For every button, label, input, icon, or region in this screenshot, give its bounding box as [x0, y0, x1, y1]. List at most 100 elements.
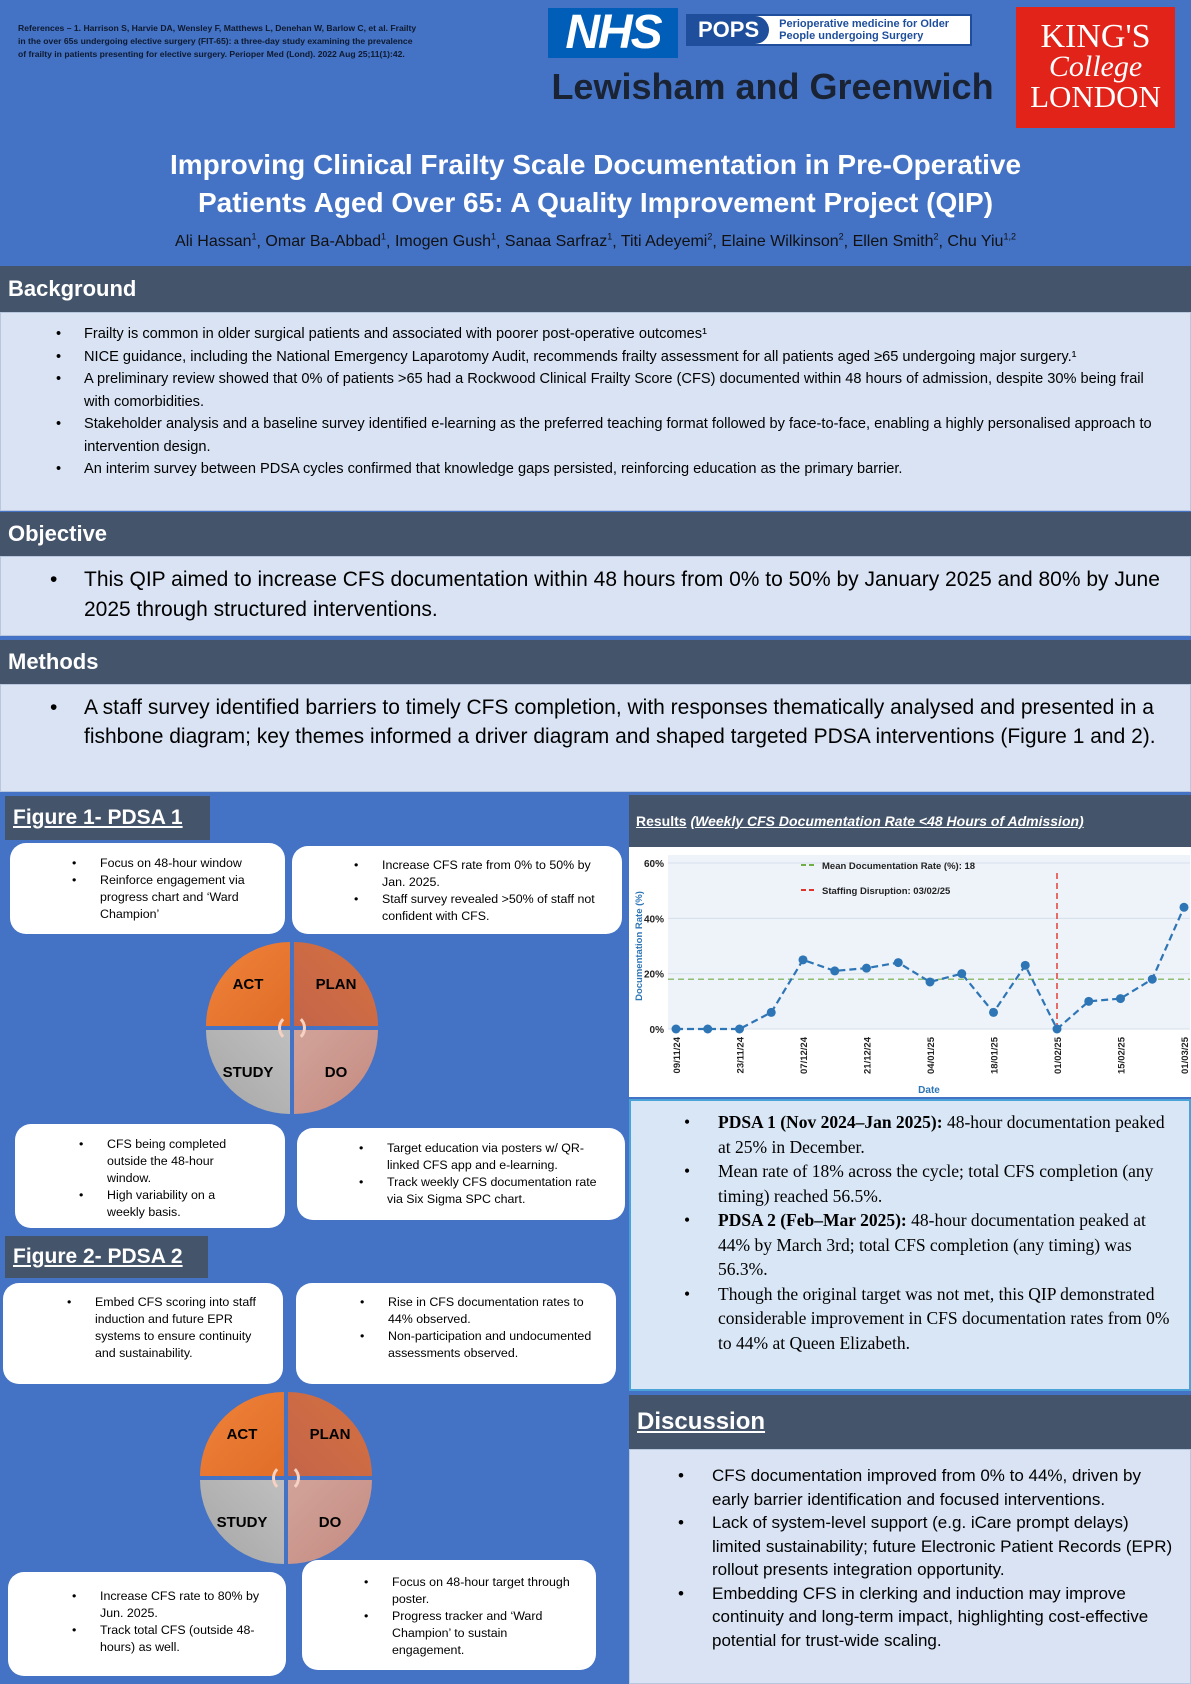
author: Omar Ba-Abbad1 — [265, 232, 386, 251]
author-affiliation: 1 — [491, 232, 497, 242]
figure1-act-card: Focus on 48-hour windowReinforce engagem… — [10, 843, 285, 934]
results-heading: Results (Weekly CFS Documentation Rate <… — [629, 795, 1191, 847]
discussion-bullet: Lack of system-level support (e.g. iCare… — [678, 1511, 1174, 1582]
figure1-plan-card: Increase CFS rate from 0% to 50% by Jan.… — [292, 846, 622, 934]
figure2-do-card: Focus on 48-hour target through poster.P… — [302, 1560, 596, 1670]
x-axis-label: Date — [918, 1085, 940, 1096]
discussion-bullet: Embedding CFS in clerking and induction … — [678, 1582, 1174, 1653]
author: Ellen Smith2 — [852, 232, 939, 251]
y-tick-label: 20% — [644, 970, 664, 981]
author: Imogen Gush1 — [395, 232, 497, 250]
author-affiliation: 1,2 — [1003, 232, 1016, 242]
results-line-chart: 0%20%40%60%Mean Documentation Rate (%): … — [634, 855, 1191, 1096]
objective-section: This QIP aimed to increase CFS documenta… — [0, 556, 1191, 636]
results-bullet-text: Though the original target was not met, … — [718, 1283, 1170, 1353]
figure2-act-list: Embed CFS scoring into staff induction a… — [3, 1283, 283, 1362]
figure1-plan-item: Increase CFS rate from 0% to 50% by Jan.… — [354, 857, 600, 891]
author-name: Titi Adeyemi — [620, 233, 708, 251]
figure2-plan-list: Rise in CFS documentation rates to 44% o… — [296, 1283, 616, 1362]
data-point — [1052, 1024, 1062, 1034]
methods-list: A staff survey identified barriers to ti… — [1, 685, 1190, 751]
legend-disruption-label: Staffing Disruption: 03/02/25 — [822, 886, 951, 897]
figure2-do-item: Focus on 48-hour target through poster. — [364, 1574, 574, 1608]
x-tick-label: 21/12/24 — [863, 1036, 874, 1074]
author: Sanaa Sarfraz1 — [505, 232, 613, 250]
data-point — [830, 966, 840, 976]
figure2-study-card: Increase CFS rate to 80% by Jun. 2025.Tr… — [8, 1572, 286, 1676]
figure2-plan-item: Rise in CFS documentation rates to 44% o… — [360, 1294, 594, 1328]
results-bullet-bold: PDSA 1 (Nov 2024–Jan 2025): — [718, 1112, 943, 1132]
methods-section: A staff survey identified barriers to ti… — [0, 684, 1191, 792]
background-bullet: An interim survey between PDSA cycles co… — [56, 458, 1170, 481]
author: Chu Yiu1,2 — [947, 232, 1016, 250]
figure1-do-item: Track weekly CFS documentation rate via … — [359, 1174, 603, 1208]
figure1-act-quadrant: ACT — [206, 942, 290, 1026]
methods-bullet: A staff survey identified barriers to ti… — [50, 693, 1170, 751]
x-tick-label: 18/01/25 — [990, 1036, 1001, 1074]
author: Titi Adeyemi2 — [620, 232, 713, 251]
kcl-logo-line3: LONDON — [1030, 79, 1161, 114]
figure1-pdsa-cycle: ACT PLAN STUDY DO — [206, 942, 378, 1114]
figure2-plan-quadrant: PLAN — [288, 1392, 372, 1476]
figure2-plan-item: Non-participation and undocumented asses… — [360, 1328, 594, 1362]
results-bullet-text: Mean rate of 18% across the cycle; total… — [718, 1161, 1154, 1206]
results-bullet: PDSA 1 (Nov 2024–Jan 2025): 48-hour docu… — [684, 1110, 1173, 1159]
data-point — [893, 958, 903, 968]
figure2-act-quadrant: ACT — [200, 1392, 284, 1476]
author-affiliation: 1 — [607, 232, 613, 242]
kcl-logo: KING'S College LONDON — [1016, 7, 1175, 128]
nhs-logo: NHS — [548, 8, 678, 58]
x-tick-label: 01/03/25 — [1180, 1036, 1191, 1074]
author-name: Ellen Smith — [852, 233, 934, 251]
figure1-act-list: Focus on 48-hour windowReinforce engagem… — [10, 843, 285, 923]
data-point — [735, 1024, 744, 1034]
results-section: PDSA 1 (Nov 2024–Jan 2025): 48-hour docu… — [629, 1099, 1191, 1391]
trust-name: Lewisham and Greenwich — [551, 66, 994, 107]
background-bullet: Frailty is common in older surgical pati… — [56, 323, 1170, 346]
kcl-logo-line2: College — [1048, 50, 1143, 83]
discussion-list: CFS documentation improved from 0% to 44… — [630, 1450, 1190, 1652]
references: References – 1. Harrison S, Harvie DA, W… — [18, 23, 417, 59]
author: Ali Hassan1 — [175, 232, 257, 250]
legend-mean-label: Mean Documentation Rate (%): 18 — [822, 861, 975, 872]
figure2-pdsa-cycle: ACT PLAN STUDY DO — [200, 1392, 372, 1564]
objective-heading: Objective — [0, 512, 1191, 556]
results-bullet-text: 48-hour documentation peaked at 25% in D… — [718, 1112, 1165, 1157]
discussion-section: CFS documentation improved from 0% to 44… — [629, 1449, 1191, 1684]
pops-logo: POPS Perioperative medicine for Older Pe… — [686, 14, 972, 46]
kcl-logo-line1: KING'S — [1040, 18, 1151, 55]
figure2-do-quadrant: DO — [288, 1480, 372, 1564]
x-tick-label: 07/12/24 — [799, 1036, 810, 1074]
figure2-plan-card: Rise in CFS documentation rates to 44% o… — [296, 1283, 616, 1384]
figure1-plan-quadrant: PLAN — [294, 942, 378, 1026]
y-tick-label: 40% — [644, 914, 664, 925]
data-point — [798, 955, 808, 965]
figure1-label: Figure 1- PDSA 1 — [5, 796, 210, 840]
author-affiliation: 2 — [933, 232, 939, 242]
data-point — [703, 1024, 713, 1034]
figure1-study-card: CFS being completed outside the 48-hour … — [15, 1124, 285, 1228]
figure1-study-item: High variability on a weekly basis. — [79, 1187, 245, 1221]
cycle-arrows-icon — [272, 1464, 300, 1492]
results-list: PDSA 1 (Nov 2024–Jan 2025): 48-hour docu… — [631, 1101, 1189, 1355]
data-point — [862, 963, 871, 973]
figure2-study-quadrant: STUDY — [200, 1480, 284, 1564]
figure1-act-item: Focus on 48-hour window — [72, 855, 275, 872]
objective-list: This QIP aimed to increase CFS documenta… — [1, 557, 1190, 625]
author-name: Omar Ba-Abbad — [265, 233, 382, 251]
author-affiliation: 2 — [838, 232, 844, 242]
results-heading-subtitle: (Weekly CFS Documentation Rate <48 Hours… — [690, 813, 1084, 829]
figure2-label: Figure 2- PDSA 2 — [5, 1236, 208, 1278]
data-point — [1084, 996, 1094, 1006]
data-point — [1179, 902, 1189, 912]
figure1-act-item: Reinforce engagement via progress chart … — [72, 872, 275, 923]
figure1-plan-item: Staff survey revealed >50% of staff not … — [354, 891, 600, 925]
figure1-study-list: CFS being completed outside the 48-hour … — [15, 1124, 285, 1221]
discussion-heading: Discussion — [629, 1395, 1191, 1449]
data-point — [925, 977, 935, 987]
y-tick-label: 60% — [644, 859, 664, 870]
y-axis-label: Documentation Rate (%) — [634, 891, 645, 1001]
results-bullet-text: 48-hour documentation peaked at 44% by M… — [718, 1210, 1146, 1279]
background-bullet: Stakeholder analysis and a baseline surv… — [56, 413, 1170, 458]
figure1-do-quadrant: DO — [294, 1030, 378, 1114]
